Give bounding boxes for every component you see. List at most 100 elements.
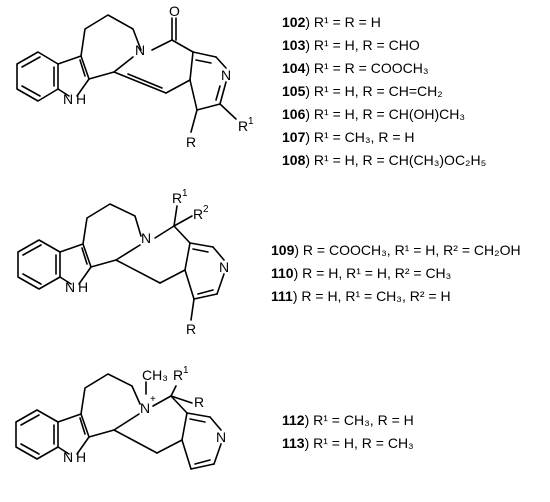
bond xyxy=(215,85,221,101)
bond xyxy=(196,103,221,111)
bond xyxy=(197,289,214,295)
bond xyxy=(170,395,188,414)
bond xyxy=(20,443,40,455)
substituent-r1-b: R xyxy=(172,190,182,206)
bond xyxy=(219,81,227,105)
bond xyxy=(151,39,173,51)
pyridine-nitrogen-b: N xyxy=(219,259,229,275)
bond xyxy=(212,246,225,261)
bond xyxy=(88,71,115,80)
bond xyxy=(159,269,186,284)
bridge-nitrogen-a: N xyxy=(135,42,145,58)
substituent-r1-sup-c: 1 xyxy=(183,365,189,376)
pyridine-nitrogen-a: N xyxy=(221,67,231,83)
bond xyxy=(154,225,175,239)
bond xyxy=(21,85,41,97)
bond xyxy=(113,413,140,431)
substituent-r2-b: R xyxy=(193,206,203,222)
bond xyxy=(189,51,194,81)
bond xyxy=(22,273,42,285)
bond xyxy=(79,417,86,435)
bond xyxy=(181,439,192,470)
bond xyxy=(115,244,141,261)
bond xyxy=(173,225,191,244)
indole-hydrogen-a: H xyxy=(76,91,86,107)
bond xyxy=(81,247,88,265)
bond xyxy=(57,88,70,97)
bond xyxy=(115,259,161,284)
bond xyxy=(189,418,206,423)
substituent-r-c: R xyxy=(194,394,204,410)
bond xyxy=(21,56,41,68)
bond xyxy=(181,412,188,441)
indole-nitrogen-a: N xyxy=(63,91,73,107)
pyridine-nitrogen-c: N xyxy=(216,429,226,445)
bond xyxy=(22,244,42,256)
indole-nitrogen-b: N xyxy=(65,279,75,295)
substituent-r1-c: R xyxy=(173,367,183,383)
structure-b: N N N H R 1 R 2 R xyxy=(17,188,229,337)
bond xyxy=(189,242,214,248)
bond xyxy=(90,259,117,268)
bond xyxy=(57,446,70,455)
bond xyxy=(173,215,193,227)
pyrrole-ring-b xyxy=(59,243,92,285)
quaternary-nitrogen-c: N xyxy=(140,400,150,416)
ring-c-a xyxy=(80,14,142,57)
bond xyxy=(171,39,194,53)
bond xyxy=(113,71,167,94)
n-methyl-c: CH₃ xyxy=(142,367,168,383)
bond xyxy=(184,269,195,300)
pyrrole-ring-a xyxy=(57,55,90,97)
ring-c-c xyxy=(80,373,141,415)
benzene-ring-a xyxy=(16,51,59,102)
bond xyxy=(190,463,215,470)
bond xyxy=(152,395,172,407)
bond xyxy=(219,103,237,120)
bond xyxy=(113,429,158,454)
bond xyxy=(79,59,86,77)
bond xyxy=(190,298,195,321)
bond xyxy=(156,439,183,454)
pyrrole-ring-c xyxy=(57,413,90,455)
bond xyxy=(195,59,212,64)
bond xyxy=(88,429,115,438)
bond xyxy=(184,242,191,271)
indole-hydrogen-b: H xyxy=(78,279,88,295)
substituent-r1-sup-b: 1 xyxy=(182,188,188,199)
bond xyxy=(186,412,211,418)
ring-c-b xyxy=(82,203,142,245)
bond xyxy=(173,205,178,227)
structure-c: N + CH₃ R 1 R N N H xyxy=(15,365,226,470)
indole-hydrogen-c: H xyxy=(76,449,86,465)
bond xyxy=(190,109,198,133)
bond xyxy=(193,293,218,300)
substituent-r-a: R xyxy=(186,134,196,150)
bond xyxy=(216,273,225,295)
bond xyxy=(20,414,40,426)
bond xyxy=(170,385,177,397)
substituent-r1-sup-a: 1 xyxy=(248,116,254,127)
benzene-ring-b xyxy=(17,239,61,290)
bond xyxy=(127,73,163,89)
bond xyxy=(209,416,222,431)
substituent-r-b: R xyxy=(186,321,196,337)
bridge-nitrogen-b: N xyxy=(141,230,151,246)
bond xyxy=(213,443,222,465)
positive-charge-c: + xyxy=(150,394,156,405)
benzene-ring-c xyxy=(15,409,59,460)
oxygen-atom-a: O xyxy=(169,3,180,19)
bond xyxy=(113,56,134,73)
bond xyxy=(192,51,217,58)
bond xyxy=(192,248,209,253)
bond xyxy=(189,79,198,111)
substituent-r1-a: R xyxy=(238,118,248,134)
bond xyxy=(215,56,227,69)
indole-nitrogen-c: N xyxy=(63,449,73,465)
bond xyxy=(194,459,211,465)
bond xyxy=(165,79,191,94)
structure-a: O N N N H R R 1 xyxy=(16,3,254,150)
substituent-r2-sup-b: 2 xyxy=(203,204,209,215)
bond xyxy=(59,276,72,285)
